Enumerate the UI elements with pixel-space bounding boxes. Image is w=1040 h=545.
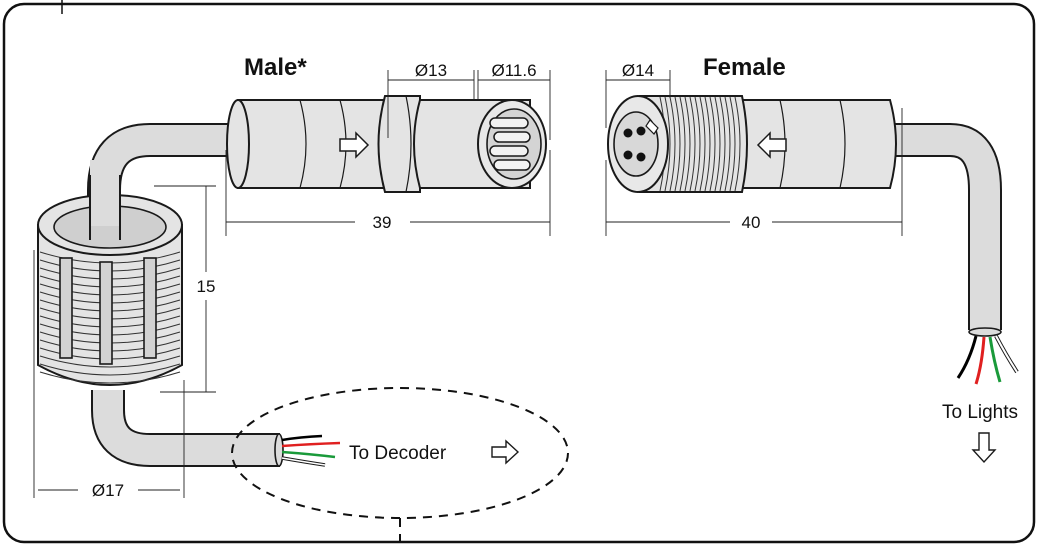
female-connector	[607, 95, 1002, 337]
dim-male-dia-tip: Ø11.6	[491, 61, 536, 80]
male-connector	[226, 95, 547, 193]
nut-thread-line	[39, 371, 181, 384]
dimension-lines	[33, 70, 903, 498]
to-lights-label: To Lights	[942, 402, 1018, 423]
to-decoder-label: To Decoder	[349, 443, 447, 464]
decoder-wires	[281, 434, 341, 467]
decoder-arrow-icon	[491, 439, 520, 465]
female-thread-line	[674, 96, 681, 192]
dim-male-dia-body: Ø13	[415, 61, 447, 80]
female-thread-line	[724, 96, 731, 192]
dim-male-length: 39	[373, 213, 392, 232]
arrow-left-icon	[756, 131, 787, 159]
female-thread-line	[714, 96, 721, 192]
threaded-nut	[37, 160, 183, 386]
dim-nut-height: 15	[197, 277, 216, 296]
female-thread-line	[704, 96, 711, 192]
female-thread-line	[694, 96, 701, 192]
female-thread-line	[709, 96, 716, 192]
female-label: Female	[703, 54, 786, 81]
female-thread-line	[689, 96, 696, 192]
female-thread-line	[719, 96, 726, 192]
female-thread-line	[734, 96, 741, 192]
decoder-callout	[231, 387, 569, 519]
female-thread-line	[729, 96, 736, 192]
female-thread-line	[699, 96, 706, 192]
dim-female-dia: Ø14	[622, 61, 654, 80]
female-thread-line	[679, 96, 686, 192]
nut-thread-line	[39, 355, 181, 368]
arrow-right-icon	[339, 131, 370, 159]
nut-thread-line	[39, 363, 181, 376]
male-label: Male*	[244, 54, 307, 81]
arrow-down-icon	[971, 432, 997, 464]
lights-wires	[956, 335, 1019, 385]
female-thread-line	[664, 96, 671, 192]
female-thread-line	[684, 96, 691, 192]
dim-nut-dia: Ø17	[92, 481, 124, 500]
dim-female-length: 40	[742, 213, 761, 232]
female-thread-line	[669, 96, 676, 192]
